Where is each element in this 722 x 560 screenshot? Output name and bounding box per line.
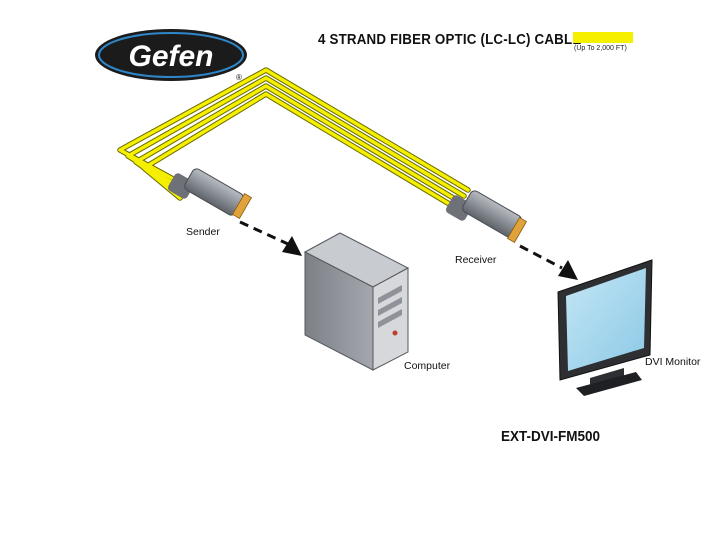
monitor-label: DVI Monitor bbox=[645, 356, 701, 368]
gefen-logo-text: Gefen bbox=[128, 40, 213, 73]
fiber-cable bbox=[117, 67, 471, 211]
model-number: EXT-DVI-FM500 bbox=[501, 428, 601, 445]
computer-tower bbox=[303, 232, 410, 371]
dvi-monitor bbox=[557, 259, 653, 396]
sender-module bbox=[167, 168, 253, 219]
sender-label: Sender bbox=[186, 226, 220, 238]
cable-title: 4 STRAND FIBER OPTIC (LC-LC) CABLE bbox=[318, 32, 582, 48]
receiver-module bbox=[445, 190, 528, 243]
computer-label: Computer bbox=[404, 360, 451, 372]
arrow-receiver-to-monitor bbox=[519, 244, 578, 280]
receiver-label: Receiver bbox=[455, 254, 497, 266]
cable-length-note: (Up To 2,000 FT) bbox=[574, 45, 627, 52]
cable-color-swatch bbox=[573, 32, 633, 43]
arrow-sender-to-computer bbox=[239, 220, 302, 256]
gefen-logo: Gefen ® bbox=[95, 29, 247, 82]
registered-mark: ® bbox=[236, 73, 242, 82]
